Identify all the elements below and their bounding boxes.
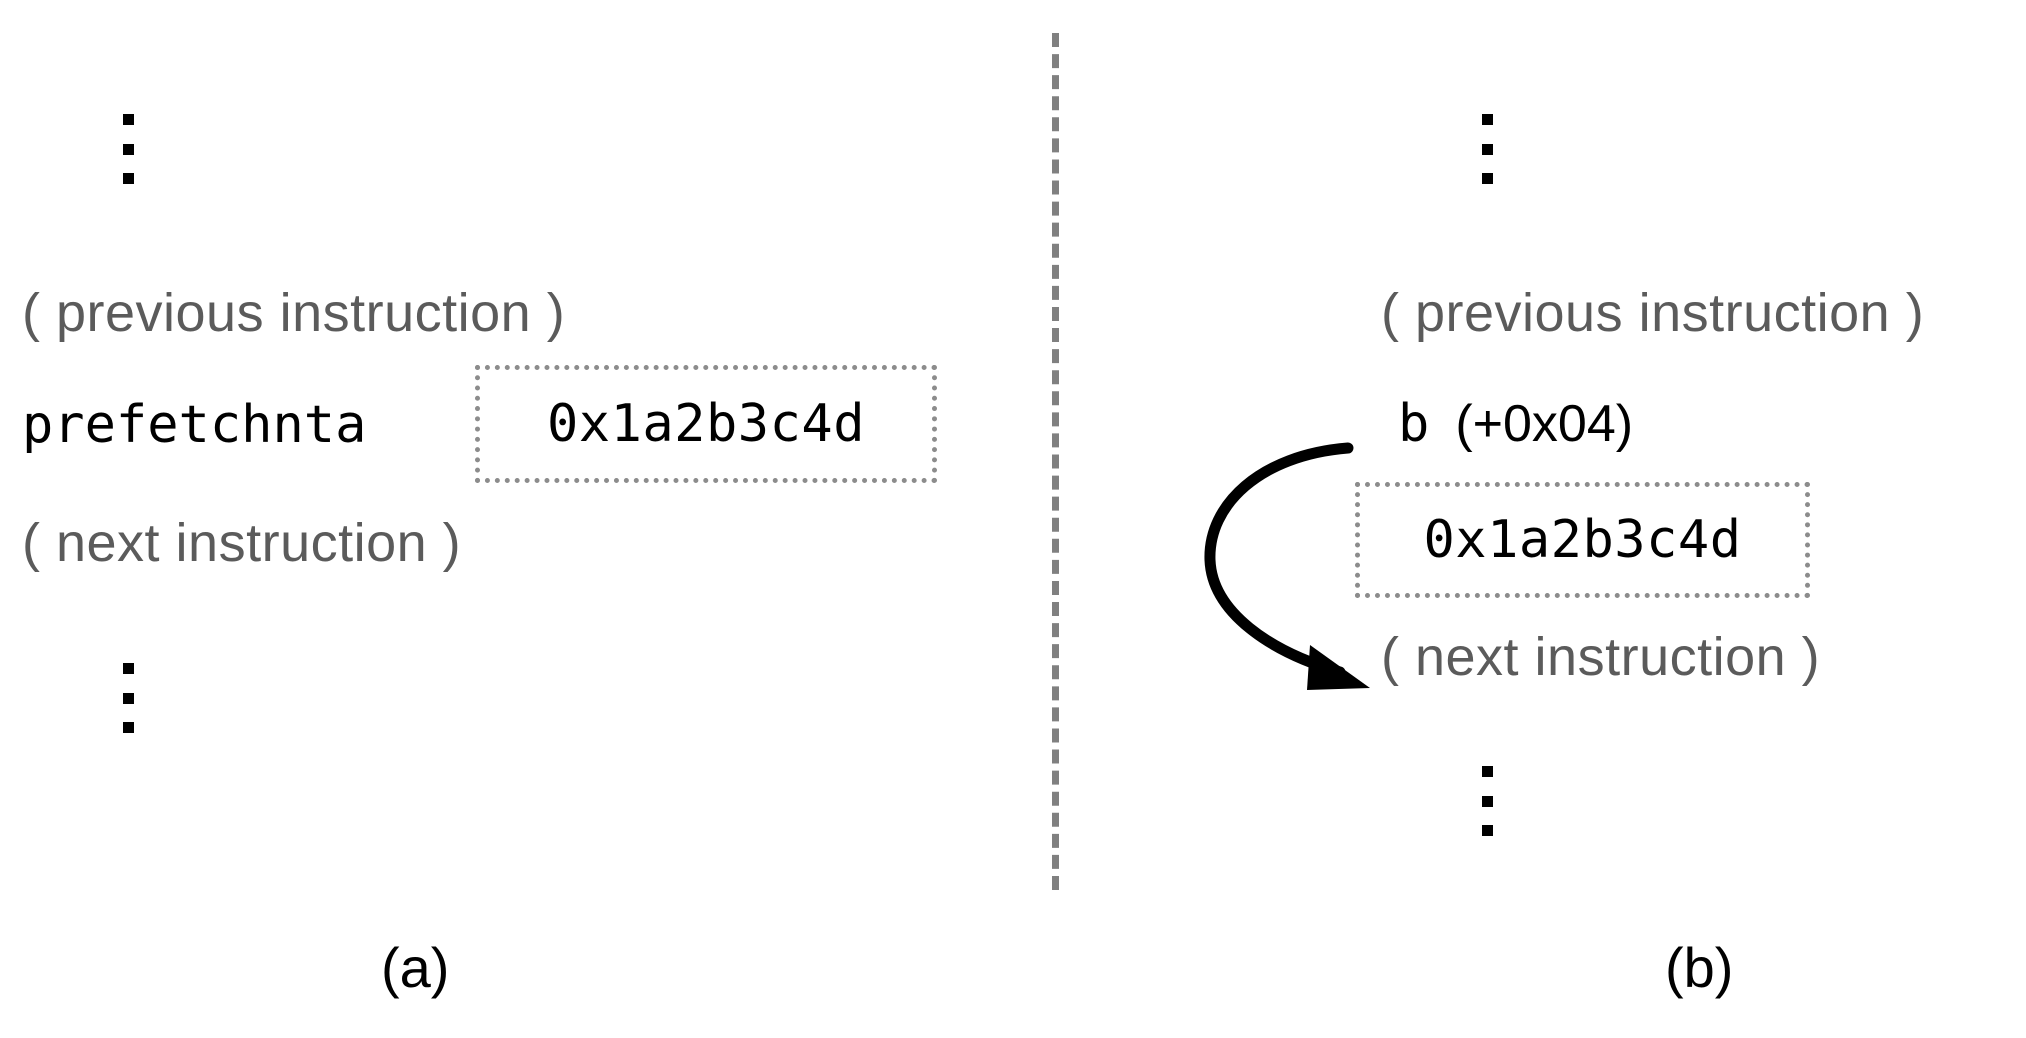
panel-b-payload-box: 0x1a2b3c4d xyxy=(1355,482,1810,598)
panel-b-bottom-ellipsis xyxy=(1482,766,1493,836)
branch-arrow-curve xyxy=(1204,442,1354,678)
branch-arrow-head xyxy=(1307,645,1370,690)
ellipsis-dot xyxy=(123,722,134,733)
panel-b-payload-value: 0x1a2b3c4d xyxy=(1423,510,1742,570)
ellipsis-dot xyxy=(123,173,134,184)
panel-a-payload-value: 0x1a2b3c4d xyxy=(546,394,866,454)
ellipsis-dot xyxy=(1482,766,1493,777)
panel-b-branch-instruction: b (+0x04) xyxy=(1398,398,1633,450)
ellipsis-dot xyxy=(123,114,134,125)
panel-b-previous-instruction: ( previous instruction ) xyxy=(1381,283,1925,343)
panel-b-branch-offset: (+0x04) xyxy=(1455,395,1634,453)
ellipsis-dot xyxy=(1482,825,1493,836)
ellipsis-dot xyxy=(1482,173,1493,184)
panel-b-next-instruction: ( next instruction ) xyxy=(1381,627,1821,687)
ellipsis-dot xyxy=(123,663,134,674)
panel-a-top-ellipsis xyxy=(123,114,134,184)
panel-b-caption: (b) xyxy=(1665,936,1734,999)
panel-a-mnemonic: prefetchnta xyxy=(22,395,367,455)
panel-b-branch-op: b xyxy=(1398,394,1430,454)
ellipsis-dot xyxy=(123,692,134,704)
panel-separator xyxy=(1052,33,1059,890)
panel-a-next-instruction: ( next instruction ) xyxy=(22,513,462,573)
panel-a-bottom-ellipsis xyxy=(123,663,134,733)
panel-b-top-ellipsis xyxy=(1482,114,1493,184)
ellipsis-dot xyxy=(1482,795,1493,807)
panel-a-previous-instruction: ( previous instruction ) xyxy=(22,283,566,343)
panel-a-caption: (a) xyxy=(381,936,450,999)
ellipsis-dot xyxy=(1482,143,1493,155)
ellipsis-dot xyxy=(123,143,134,155)
panel-a-payload-box: 0x1a2b3c4d xyxy=(475,365,937,483)
ellipsis-dot xyxy=(1482,114,1493,125)
